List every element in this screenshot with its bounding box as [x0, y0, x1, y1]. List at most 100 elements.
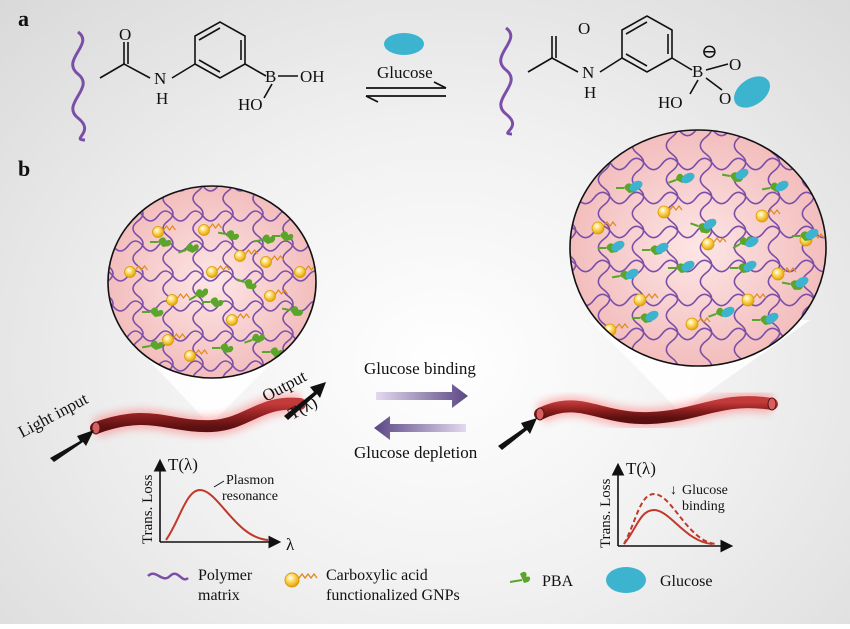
atom-o: O — [578, 19, 590, 38]
gnp-particle — [184, 350, 196, 362]
boronate-ester-molecule: O N H B ⊖ O O HO — [499, 15, 771, 136]
polymer-strand — [570, 259, 826, 273]
unbound-curve — [623, 492, 717, 545]
pba-molecule — [236, 278, 257, 290]
gnp-particle — [771, 267, 785, 281]
gnp-particle — [234, 250, 246, 262]
polymer-strand — [108, 270, 316, 282]
pba-legend-icon — [520, 571, 531, 583]
plasmon-curve — [165, 488, 269, 541]
graph-xlabel: λ — [286, 535, 295, 554]
particles — [591, 168, 825, 337]
gnp-particle — [657, 205, 671, 219]
binding-annotation-1: Glucose — [682, 483, 728, 498]
transmission-graph-left: Trans. Loss T(λ) Plasmon resonance λ — [140, 455, 295, 554]
optical-fiber-left — [90, 393, 306, 438]
atom-o: O — [119, 25, 131, 44]
pba-molecule — [142, 307, 164, 317]
atom-ho: HO — [238, 95, 263, 114]
particles — [124, 223, 316, 362]
pba-molecule — [244, 333, 265, 344]
forward-arrow — [376, 384, 468, 408]
glucose-molecule — [795, 276, 809, 288]
transmission-graph-right: Trans. Loss T(λ) ↓ Glucose binding — [598, 459, 734, 553]
panel-label-b: b — [18, 156, 30, 181]
atom-o-top: O — [729, 55, 741, 74]
polymer-strand — [108, 240, 316, 252]
atom-o-bottom: O — [719, 89, 731, 108]
graph-ylabel: Trans. Loss — [598, 478, 614, 548]
plasmon-annotation-1: Plasmon — [226, 473, 274, 488]
gnp-particle — [260, 256, 272, 268]
optical-fiber-right — [534, 392, 778, 429]
gnp-particle — [591, 221, 605, 235]
legend-polymer-1: Polymer — [198, 567, 253, 584]
glucose-molecule — [775, 180, 789, 192]
pba-molecule — [188, 288, 209, 301]
graph-title: T(λ) — [168, 455, 198, 474]
polymer-strand — [699, 130, 713, 366]
pba-molecule — [202, 297, 224, 307]
atom-h: H — [156, 89, 168, 108]
pba-molecule — [690, 222, 711, 234]
pba-molecule — [212, 343, 234, 353]
glucose-molecule — [655, 242, 669, 254]
legend-gnp-1: Carboxylic acid — [326, 567, 428, 584]
gnp-particle — [741, 293, 755, 307]
glucose-icon — [733, 76, 771, 108]
pba-molecule — [178, 243, 199, 254]
glucose-molecule — [611, 240, 625, 252]
down-arrow: ↓ — [670, 483, 677, 498]
polymer-strand — [631, 130, 645, 366]
atom-n: N — [154, 69, 166, 88]
atom-b: B — [265, 67, 276, 86]
light-input-label: Light input — [15, 389, 91, 442]
glucose-molecule — [703, 218, 717, 230]
equilibrium-arrows: Glucose — [365, 33, 447, 103]
polymer-chain — [499, 26, 515, 136]
glucose-molecule — [745, 236, 759, 248]
output-arrow-left — [284, 382, 326, 420]
legend-polymer-2: matrix — [198, 587, 240, 604]
input-arrow-left — [50, 430, 94, 462]
atom-h: H — [584, 83, 596, 102]
polymer-chain — [71, 30, 86, 142]
pba-molecule — [150, 237, 172, 247]
legend-glucose: Glucose — [660, 573, 712, 590]
legend: Polymer matrix Carboxylic acid functiona… — [147, 567, 712, 604]
atom-b: B — [692, 62, 703, 81]
gnp-particle — [124, 266, 136, 278]
magnified-hydrogel-bound — [569, 129, 827, 367]
atom-oh: OH — [300, 67, 325, 86]
glucose-molecule — [629, 180, 643, 192]
negative-charge: ⊖ — [701, 41, 718, 63]
gnp-particle — [166, 294, 178, 306]
gnp-particle — [226, 314, 238, 326]
glucose-molecule — [743, 260, 757, 272]
gnp-particle — [755, 209, 769, 223]
graph-title: T(λ) — [626, 459, 656, 478]
glucose-icon — [384, 33, 424, 55]
legend-gnp-2: functionalized GNPs — [326, 587, 460, 604]
glucose-label: Glucose — [377, 63, 433, 82]
bound-curve — [623, 508, 713, 545]
reverse-arrow — [374, 416, 466, 440]
polymer-strand — [665, 130, 679, 366]
glucose-molecule — [681, 172, 695, 184]
graph-ylabel: Trans. Loss — [140, 474, 156, 544]
glucose-legend-icon — [606, 567, 646, 593]
glucose-molecule — [721, 306, 735, 318]
light-arrows — [50, 382, 537, 462]
polymer-strand — [733, 130, 747, 366]
input-arrow-right — [498, 418, 537, 450]
pba-molecule — [281, 306, 304, 316]
gnp-particle — [264, 290, 276, 302]
atom-ho: HO — [658, 93, 683, 112]
glucose-binding-label: Glucose binding — [364, 359, 476, 378]
gnp-particle — [152, 226, 164, 238]
gnp-particle — [701, 237, 715, 251]
gnp-particle — [198, 224, 210, 236]
gnp-particle — [162, 334, 174, 346]
process-arrows: Glucose binding Glucose depletion — [354, 359, 478, 462]
